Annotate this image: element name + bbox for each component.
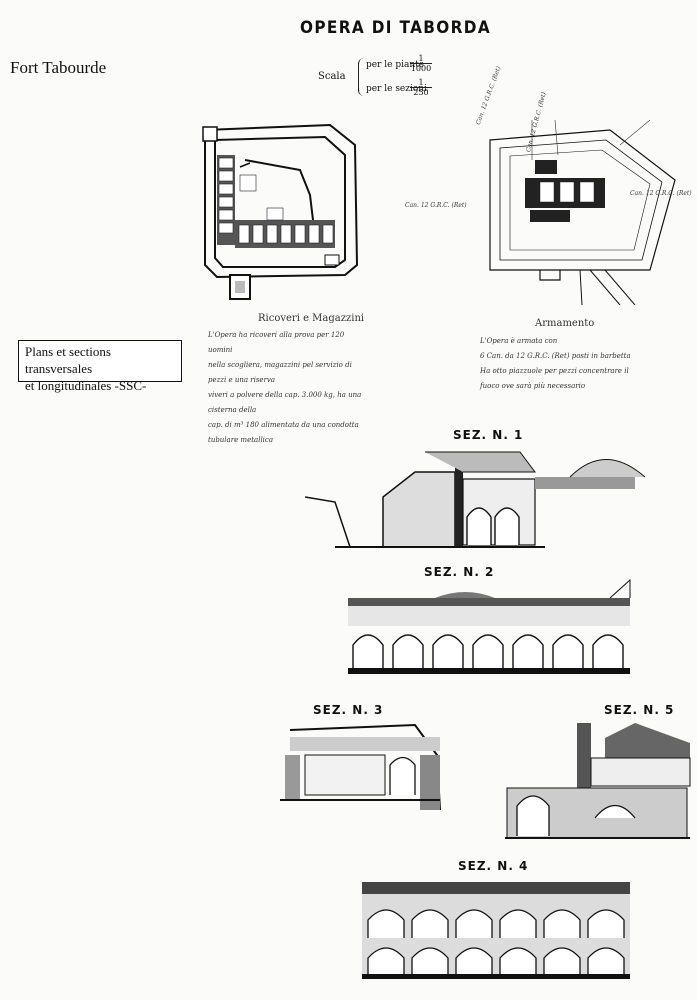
fort-name: Fort Tabourde [10,58,107,77]
vault-arch [367,909,405,938]
vault-arch [499,909,537,938]
caption-line: Plans et sections transversales [25,344,111,376]
ricoveri-heading: Ricoveri e Magazzini [258,313,365,324]
vault-arch [587,947,625,974]
armamento-notes: L'Opera è armata con 6 Can. da 12 G.R.C.… [480,334,660,394]
vault-arch [592,634,624,668]
vault-arch [352,634,384,668]
section-3-title: SEZ. N. 3 [313,703,384,717]
section-5-drawing [505,723,691,839]
gun-label: Can. 12 G.R.C. (Ret) [474,65,503,126]
vault-arch [367,947,405,974]
section-5-title: SEZ. N. 5 [604,703,675,717]
ricoveri-note-line: cap. di m³ 180 alimentata da una condott… [208,421,359,444]
vault-arch [543,909,581,938]
vault-arch [455,947,493,974]
vault-arch [411,947,449,974]
caption-line: et longitudinales -SSC- [25,378,147,393]
gun-label: Can. 12 G.R.C. (Ret) [630,190,692,197]
vault-arch [432,634,464,668]
armamento-note-line: Ha otto piazzuole per pezzi concentrare … [480,367,629,375]
gun-label: Can. 12 G.R.C. (Ret) [405,202,467,209]
section-1-drawing [305,451,646,548]
ricoveri-note-line: L'Opera ha ricoveri alla prova per 120 u… [208,331,345,354]
vault-arch [392,634,424,668]
section-2-title: SEZ. N. 2 [424,565,495,579]
vault-arch [552,634,584,668]
scale-brace [358,58,365,96]
vault-arch [472,634,504,668]
section-3-drawing [280,723,441,810]
section-4-drawing [362,882,630,979]
scale-label: Scala [318,71,346,82]
document-title: OPERA DI TABORDA [300,18,492,38]
vault-arch [499,947,537,974]
ricoveri-note-line: viveri a polvere della cap. 3.000 kg, ha… [208,391,362,414]
caption-box: Plans et sections transversales et longi… [18,340,182,393]
armamento-heading: Armamento [535,318,595,329]
vault-arch [543,947,581,974]
scale-plans-numerator: 1 [418,54,424,63]
section-2-drawing [348,578,631,674]
scale-plans-denominator: 1000 [410,63,432,73]
section-1-title: SEZ. N. 1 [453,428,524,442]
scale-sections-fraction: 1 250 [410,78,432,97]
vault-arch [587,909,625,938]
vault-arch [512,634,544,668]
plan-armamento-drawing [489,120,676,305]
armamento-note-line: 6 Can. da 12 G.R.C. (Ret) posti in barbe… [480,352,631,360]
vault-arch [411,909,449,938]
scale-sections-label: per le sezioni [366,84,427,94]
section-4-title: SEZ. N. 4 [458,859,529,873]
plan-ricoveri-drawing [202,123,359,300]
ricoveri-note-line: nella scogliera, magazzini pel servizio … [208,361,352,384]
vault-arch [455,909,493,938]
scale-plans-label: per le piante [366,60,425,70]
armamento-note-line: L'Opera è armata con [480,337,558,345]
scale-sections-numerator: 1 [418,78,424,87]
scale-sections-denominator: 250 [410,87,432,97]
ricoveri-notes: L'Opera ha ricoveri alla prova per 120 u… [208,328,368,448]
scale-plans-fraction: 1 1000 [410,54,432,73]
armamento-note-line: fuoco ove sarà più necessario [480,382,586,390]
